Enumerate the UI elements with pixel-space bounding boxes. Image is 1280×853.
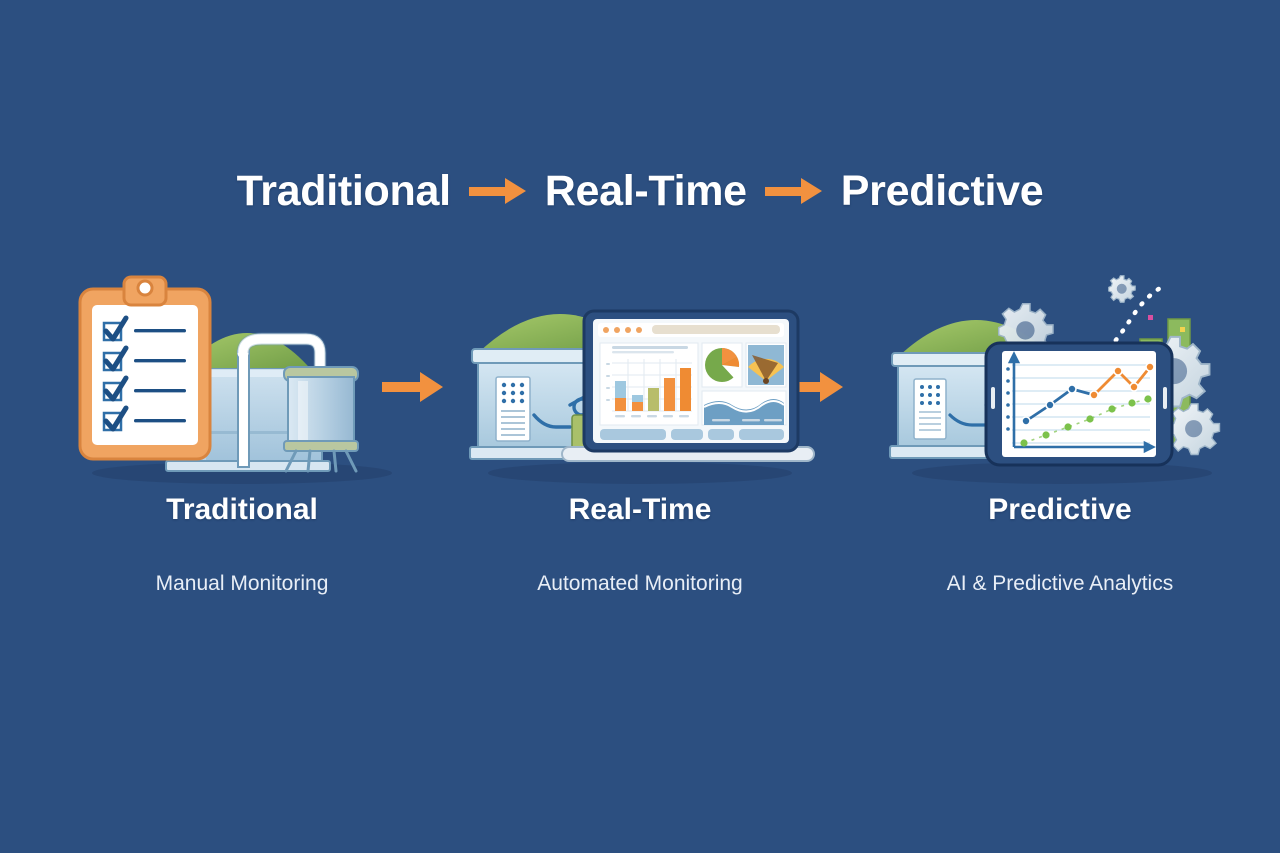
tablet-chart-axes	[1007, 351, 1156, 454]
checklist-row	[102, 345, 186, 372]
stage-real-time: Real-Time Automated Monitoring	[460, 255, 820, 615]
control-panel	[495, 376, 531, 442]
gear-icon	[1168, 403, 1221, 456]
control-panel	[913, 378, 947, 440]
dashboard-area-chart	[701, 390, 787, 426]
tablet-analytics-illustration	[889, 275, 1221, 484]
clipboard-checklist-illustration	[78, 275, 392, 484]
stage-label-real-time: Real-Time	[568, 493, 712, 526]
headline-word-predictive: Predictive	[840, 166, 1044, 215]
clipboard-checklist	[78, 275, 212, 461]
dashboard-footer-chips	[600, 429, 784, 440]
tablet-speaker	[1163, 387, 1167, 409]
gear-icon	[1108, 275, 1136, 303]
stage-label-predictive: Predictive	[988, 493, 1132, 526]
dashboard-gauge-chart	[745, 342, 787, 388]
headline-flow: Traditional Real-Time Predictive	[0, 160, 1280, 222]
ground-shadow	[488, 462, 792, 484]
dashboard-toolbar	[598, 323, 784, 337]
headline-word-real-time: Real-Time	[544, 166, 747, 215]
headline-word-traditional: Traditional	[236, 166, 451, 215]
tablet-device	[984, 341, 1174, 467]
checklist-row	[102, 315, 186, 342]
arrow-right-icon	[764, 178, 822, 204]
stage-label-traditional: Traditional	[166, 493, 318, 526]
series-blue	[1021, 384, 1095, 426]
arrow-right-icon	[782, 372, 843, 402]
stage-predictive: Predictive AI & Predictive Analytics	[880, 255, 1240, 615]
stage-row: Traditional Manual Monitoring	[0, 255, 1280, 615]
stage-sublabel-real-time: Automated Monitoring	[537, 572, 743, 595]
stage-sublabel-traditional: Manual Monitoring	[155, 572, 329, 595]
checklist-row	[102, 375, 186, 402]
pipe-assembly	[236, 332, 327, 468]
series-green-dotted	[1020, 395, 1152, 447]
checklist-row	[102, 405, 186, 432]
series-orange	[1089, 362, 1155, 400]
dashboard-bar-chart	[599, 342, 699, 426]
ground-shadow	[912, 462, 1212, 484]
tablet-speaker	[991, 387, 995, 409]
stage-traditional: Traditional Manual Monitoring	[62, 255, 422, 615]
dashboard-pie-chart	[701, 342, 743, 388]
arrow-right-icon	[468, 178, 526, 204]
stage-sublabel-predictive: AI & Predictive Analytics	[946, 572, 1174, 595]
tablet-axis-ticks	[1006, 367, 1010, 431]
arrow-right-icon	[382, 372, 443, 402]
filter-vessel	[283, 366, 359, 473]
laptop-dashboard-illustration	[469, 309, 815, 484]
laptop	[561, 309, 815, 462]
